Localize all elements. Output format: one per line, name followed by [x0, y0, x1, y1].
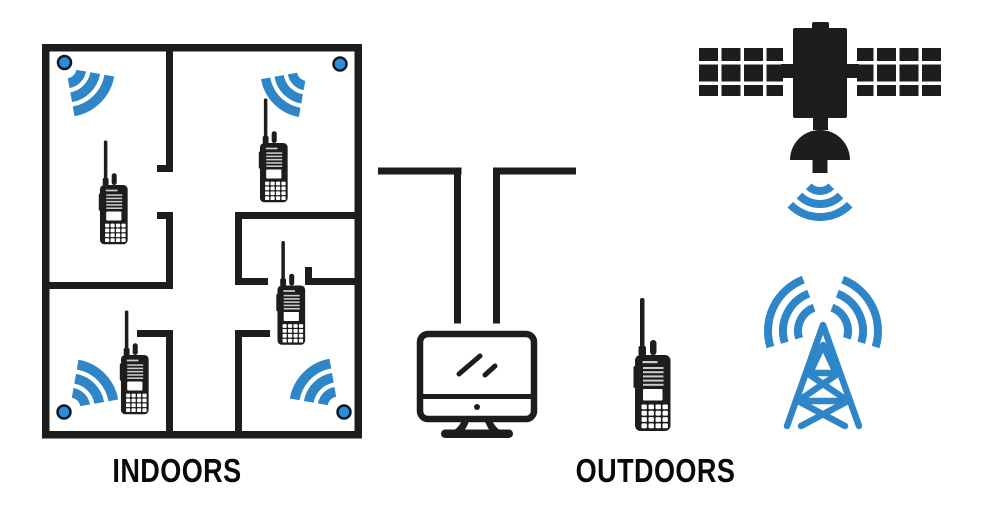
indoors-label: INDOORS [112, 452, 242, 489]
tower-bottom-x-brace [794, 397, 852, 430]
tower-signal-waves-left [764, 275, 816, 349]
computer-monitor-icon [416, 330, 538, 438]
wifi-signal-icon-top-left [69, 71, 110, 112]
floorplan [42, 44, 362, 439]
radio-tower-icon [783, 321, 863, 430]
monitor-stand [441, 417, 513, 438]
satellite-solar-panel-left [699, 48, 783, 96]
satellite-solar-panel-right [857, 48, 941, 96]
floorplan-exterior-walls [42, 44, 362, 439]
satellite-signal-icon [787, 183, 853, 221]
connection-line-left-horizontal [378, 167, 462, 175]
tower-top-braces [806, 341, 840, 377]
connection-lines [378, 167, 576, 324]
corner-dot-top-left [56, 54, 73, 71]
connection-line-right-vertical [493, 167, 500, 324]
satellite-dish-dome [790, 130, 850, 160]
wifi-signal-icon-bottom-right [295, 364, 336, 405]
satellite-dish-stub [812, 160, 828, 173]
satellite-arm-left [781, 64, 794, 78]
tower-signal-waves-right [830, 275, 882, 349]
handheld-radio-icon-bottom-left-room [119, 310, 149, 415]
satellite-arm-right [846, 64, 859, 78]
monitor-screen [416, 330, 538, 423]
corner-dot-top-right [332, 56, 348, 72]
wifi-signal-icon-top-right [266, 74, 305, 113]
tower-middle-x-brace [794, 369, 852, 405]
handheld-radio-icon-doorway [276, 241, 306, 345]
satellite-body [793, 28, 847, 118]
monitor-power-dot [474, 404, 480, 410]
wifi-signal-icon-bottom-left [73, 365, 114, 406]
outdoors-label: OUTDOORS [575, 452, 736, 489]
floorplan-interior-walls [49, 44, 355, 431]
access-point-dots [56, 54, 352, 420]
handheld-radios [98, 98, 671, 431]
corner-dot-bottom-right [336, 404, 352, 420]
tower-legs [783, 321, 863, 430]
connection-line-left-vertical [454, 167, 461, 324]
handheld-radio-icon-top-right-room [258, 98, 288, 203]
satellite-dish-neck [813, 112, 828, 130]
satellite-icon [699, 22, 941, 173]
corner-dot-bottom-left [56, 404, 72, 420]
monitor-screen-glare [456, 353, 498, 378]
handheld-radio-icon-top-left-room [98, 140, 128, 245]
connection-line-right-horizontal [493, 167, 576, 175]
handheld-radio-icon-outdoor [633, 298, 671, 431]
